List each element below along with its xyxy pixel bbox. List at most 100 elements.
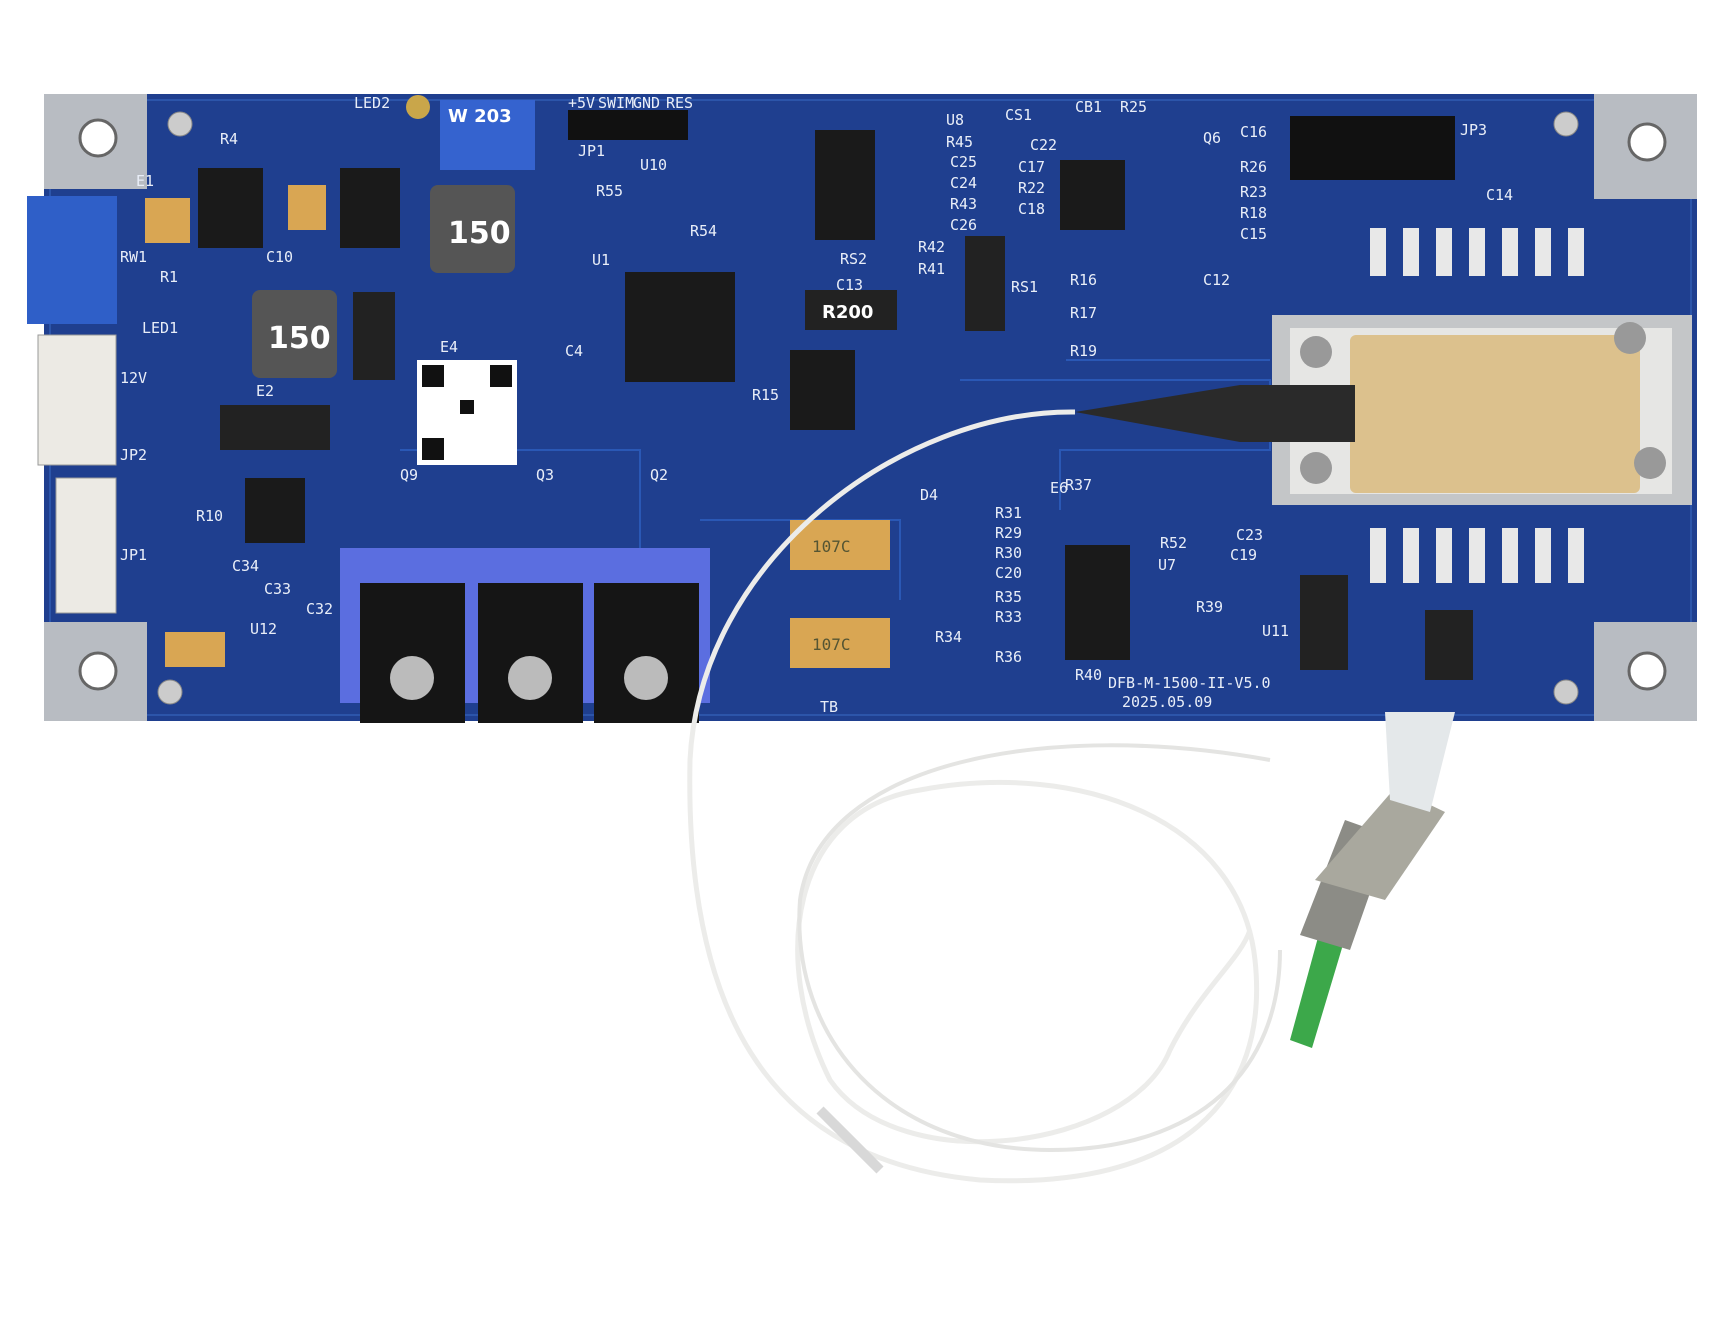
svg-text:U12: U12 <box>250 620 277 638</box>
svg-text:C18: C18 <box>1018 200 1045 218</box>
svg-text:R40: R40 <box>1075 666 1102 684</box>
svg-text:150: 150 <box>268 321 331 356</box>
svg-text:C20: C20 <box>995 564 1022 582</box>
svg-text:TB: TB <box>820 698 838 716</box>
svg-text:R35: R35 <box>995 588 1022 606</box>
svg-text:U8: U8 <box>946 111 964 129</box>
fc-connector <box>1290 712 1455 1048</box>
header-jp3 <box>1290 116 1455 180</box>
svg-text:CS1: CS1 <box>1005 106 1032 124</box>
laser-butterfly-module <box>1075 228 1692 583</box>
svg-text:C13: C13 <box>836 276 863 294</box>
svg-text:R19: R19 <box>1070 342 1097 360</box>
board-date-label: 2025.05.09 <box>1122 693 1212 711</box>
connector-jp1 <box>55 477 117 614</box>
svg-text:C26: C26 <box>950 216 977 234</box>
svg-text:D4: D4 <box>920 486 938 504</box>
svg-text:R23: R23 <box>1240 183 1267 201</box>
svg-text:C33: C33 <box>264 580 291 598</box>
shunt-resistor <box>965 236 1005 331</box>
svg-text:R200: R200 <box>822 302 873 323</box>
svg-text:R22: R22 <box>1018 179 1045 197</box>
svg-text:R18: R18 <box>1240 204 1267 222</box>
svg-text:LED2: LED2 <box>354 94 390 112</box>
svg-text:R29: R29 <box>995 524 1022 542</box>
power-transistors <box>360 583 699 723</box>
svg-text:R45: R45 <box>946 133 973 151</box>
board-model-label: DFB-M-1500-II-V5.0 <box>1108 674 1271 692</box>
tantalum-cap: 107C <box>790 618 890 668</box>
svg-text:R41: R41 <box>918 260 945 278</box>
svg-text:C15: C15 <box>1240 225 1267 243</box>
svg-text:C14: C14 <box>1486 186 1513 204</box>
svg-text:Q3: Q3 <box>536 466 554 484</box>
svg-text:R1: R1 <box>160 268 178 286</box>
svg-text:107C: 107C <box>812 537 851 556</box>
inductor: 150 <box>252 290 337 378</box>
svg-text:12V: 12V <box>120 369 147 387</box>
svg-text:R33: R33 <box>995 608 1022 626</box>
svg-text:JP1: JP1 <box>578 142 605 160</box>
potentiometer <box>27 196 117 324</box>
svg-text:C16: C16 <box>1240 123 1267 141</box>
svg-text:C24: C24 <box>950 174 977 192</box>
svg-text:Q6: Q6 <box>1203 129 1221 147</box>
svg-text:GND: GND <box>633 94 660 112</box>
svg-text:JP3: JP3 <box>1460 121 1487 139</box>
svg-text:R39: R39 <box>1196 598 1223 616</box>
svg-text:JP1: JP1 <box>120 546 147 564</box>
svg-text:R4: R4 <box>220 130 238 148</box>
inductor: 150 <box>430 185 515 273</box>
svg-text:U7: U7 <box>1158 556 1176 574</box>
svg-text:U11: U11 <box>1262 622 1289 640</box>
svg-text:C34: C34 <box>232 557 259 575</box>
header-jp1 <box>568 110 688 140</box>
svg-text:RS1: RS1 <box>1011 278 1038 296</box>
svg-text:C4: C4 <box>565 342 583 360</box>
svg-text:R55: R55 <box>596 182 623 200</box>
svg-text:R52: R52 <box>1160 534 1187 552</box>
svg-text:RW1: RW1 <box>120 248 147 266</box>
svg-text:+5V: +5V <box>568 94 595 112</box>
svg-text:R31: R31 <box>995 504 1022 522</box>
svg-text:E1: E1 <box>136 172 154 190</box>
svg-text:C25: C25 <box>950 153 977 171</box>
screws <box>157 111 1579 705</box>
svg-text:C12: C12 <box>1203 271 1230 289</box>
svg-text:SWIM: SWIM <box>598 94 634 112</box>
svg-text:150: 150 <box>448 216 511 251</box>
svg-text:C10: C10 <box>266 248 293 266</box>
svg-text:C19: C19 <box>1230 546 1257 564</box>
svg-text:R34: R34 <box>935 628 962 646</box>
svg-text:CB1: CB1 <box>1075 98 1102 116</box>
shunt-resistor: R200 <box>805 290 897 330</box>
component-designators-extra: C10 RW1 JP2 12V JP1 R10 C34 C33 C32 U12 … <box>120 98 1513 666</box>
svg-text:R16: R16 <box>1070 271 1097 289</box>
tantalum-cap: 107C <box>790 520 890 570</box>
component-designators: LED2 R4 E1 R1 LED1 E4 E2 Q9 Q3 Q2 U10 U1… <box>136 94 1257 716</box>
jp1-pin-labels: +5V SWIM GND RES <box>568 94 693 112</box>
svg-text:R25: R25 <box>1120 98 1147 116</box>
connector-jp2 <box>37 334 117 466</box>
svg-text:R36: R36 <box>995 648 1022 666</box>
svg-text:R17: R17 <box>1070 304 1097 322</box>
svg-text:C32: C32 <box>306 600 333 618</box>
svg-text:U10: U10 <box>640 156 667 174</box>
svg-text:JP2: JP2 <box>120 446 147 464</box>
svg-text:C23: C23 <box>1236 526 1263 544</box>
svg-text:R42: R42 <box>918 238 945 256</box>
svg-text:R15: R15 <box>752 386 779 404</box>
svg-text:Q9: Q9 <box>400 466 418 484</box>
svg-text:U1: U1 <box>592 251 610 269</box>
svg-text:LED1: LED1 <box>142 319 178 337</box>
svg-text:R54: R54 <box>690 222 717 240</box>
svg-text:107C: 107C <box>812 635 851 654</box>
potentiometer-top <box>440 100 535 170</box>
svg-text:R10: R10 <box>196 507 223 525</box>
svg-text:R43: R43 <box>950 195 977 213</box>
svg-text:Q2: Q2 <box>650 466 668 484</box>
svg-text:R26: R26 <box>1240 158 1267 176</box>
ics <box>198 130 1130 660</box>
svg-text:E4: E4 <box>440 338 458 356</box>
